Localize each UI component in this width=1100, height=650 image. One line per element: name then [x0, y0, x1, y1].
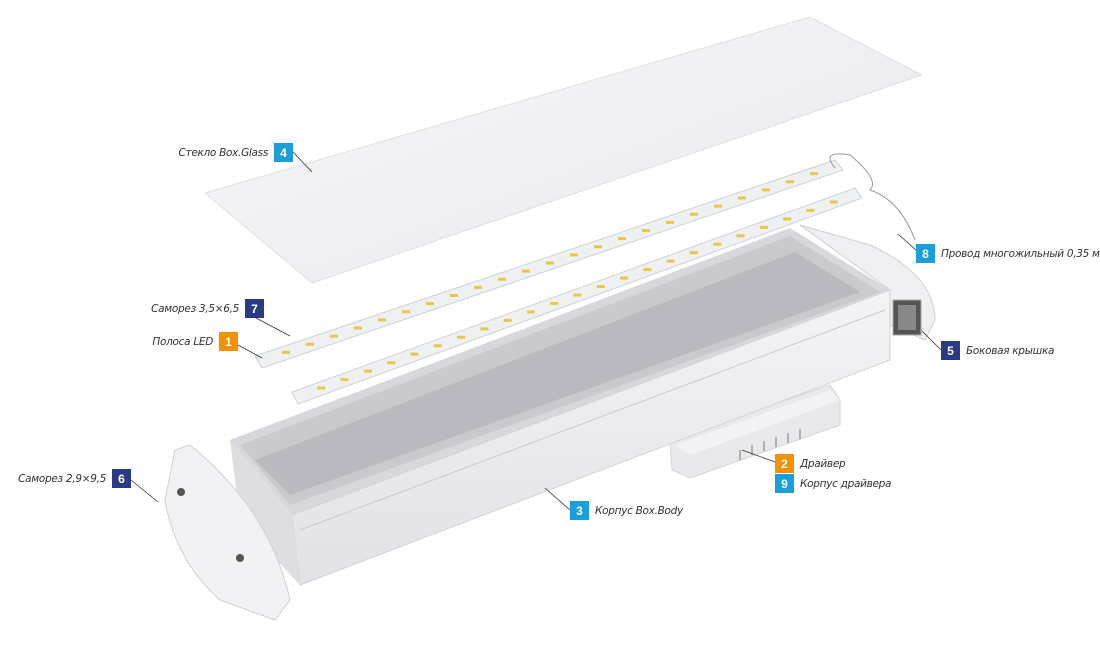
led-chip: [689, 251, 698, 255]
led-chip: [783, 217, 792, 221]
led-chip: [498, 277, 506, 281]
callout-badge: 3: [570, 501, 589, 520]
led-chip: [738, 196, 746, 200]
led-chip: [594, 245, 602, 249]
callout-badge: 2: [775, 454, 794, 473]
led-chip: [618, 237, 626, 241]
led-chip: [806, 208, 815, 212]
callout-label: Драйвер: [800, 457, 846, 470]
led-chip: [786, 180, 794, 184]
led-chip: [690, 212, 698, 216]
callout-badge: 9: [775, 474, 794, 493]
led-chip: [666, 259, 675, 263]
led-chip: [546, 261, 554, 265]
driver: [669, 384, 841, 479]
led-chip: [810, 172, 818, 176]
callout-badge: 5: [941, 341, 960, 360]
left-end-cap: [164, 444, 291, 621]
led-chip: [354, 326, 362, 330]
led-chip: [829, 200, 838, 204]
callout-badge: 6: [112, 469, 131, 488]
callout-label: Стекло Box.Glass: [178, 146, 268, 159]
led-chip: [480, 327, 489, 331]
led-chip: [433, 344, 442, 348]
right-end-cap: [799, 224, 936, 341]
callout-label: Саморез 2,9×9,5: [18, 472, 106, 485]
led-chip: [402, 310, 410, 314]
led-chip: [363, 369, 372, 373]
callout-badge: 8: [916, 244, 935, 263]
callout-label: Корпус драйвера: [800, 477, 892, 490]
led-chip: [378, 318, 386, 322]
led-chip: [714, 204, 722, 208]
led-chip: [759, 225, 768, 229]
led-chip: [306, 342, 314, 346]
led-chip: [762, 188, 770, 192]
led-chip: [642, 229, 650, 232]
body-profile: [230, 228, 891, 586]
led-chip: [457, 335, 466, 339]
led-chip: [526, 310, 535, 314]
glass-panel: [203, 16, 924, 284]
callout-screw-3-5: Саморез 3,5×6,5 7: [151, 299, 264, 318]
callout-badge: 7: [245, 299, 264, 318]
led-chip: [340, 378, 349, 382]
led-chip: [522, 269, 530, 273]
leader-lines: [130, 151, 942, 511]
led-chip: [330, 334, 338, 338]
callout-body: 3 Корпус Box.Body: [570, 501, 683, 520]
led-chip: [282, 350, 290, 354]
led-strips: [254, 159, 863, 405]
callout-badge: 4: [274, 143, 293, 162]
led-chip: [410, 352, 419, 356]
led-chip: [474, 285, 482, 289]
led-chip: [317, 386, 326, 390]
wire: [829, 153, 916, 241]
led-chip: [426, 302, 434, 306]
callout-label: Корпус Box.Body: [595, 504, 683, 517]
led-chip: [570, 253, 578, 257]
led-chip: [736, 234, 745, 238]
led-chip: [643, 268, 652, 272]
led-chip: [620, 276, 629, 280]
led-chip: [573, 293, 582, 297]
led-chip: [450, 294, 458, 297]
led-chip: [666, 220, 674, 224]
callout-driver-housing: 9 Корпус драйвера: [775, 474, 891, 493]
callout-label: Провод многожильный 0,35 мм: [941, 247, 1100, 260]
led-chip: [503, 318, 512, 322]
callout-glass: Стекло Box.Glass 4: [178, 143, 293, 162]
callout-label: Полоса LED: [152, 335, 213, 348]
callout-screw-2-9: Саморез 2,9×9,5 6: [18, 469, 131, 488]
callout-wire: 8 Провод многожильный 0,35 мм: [916, 244, 1100, 263]
led-chip: [713, 242, 722, 246]
callout-label: Саморез 3,5×6,5: [151, 302, 239, 315]
callout-driver: 2 Драйвер: [775, 454, 846, 473]
callout-label: Боковая крышка: [966, 344, 1055, 357]
callout-led-strip: Полоса LED 1: [152, 332, 238, 351]
led-chip: [550, 301, 559, 305]
led-chip: [387, 361, 396, 365]
callout-badge: 1: [219, 332, 238, 351]
callout-side-cover: 5 Боковая крышка: [941, 341, 1054, 360]
led-chip: [596, 285, 605, 289]
